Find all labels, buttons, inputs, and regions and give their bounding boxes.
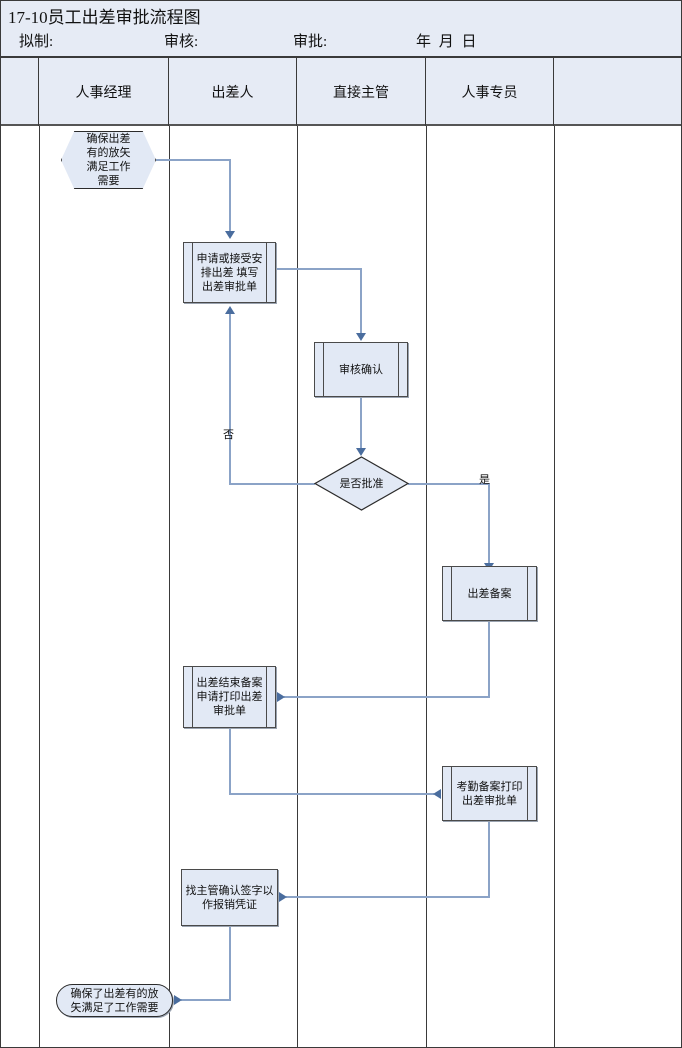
diamond-shape-icon (314, 456, 409, 511)
edge-finish-to-attendance-v (229, 728, 231, 795)
lane-divider-1 (39, 126, 40, 1047)
edge-review-to-decision-arrow (356, 448, 366, 456)
edge-no-v (229, 312, 231, 484)
lane-divider-3 (297, 126, 298, 1047)
node-sign-label: 找主管确认签字以 作报销凭证 (185, 884, 274, 911)
edge-sign-to-end-v (229, 926, 231, 1001)
node-start-label: 确保出差 有的放矢 满足工作 需要 (86, 133, 131, 187)
lane-header-hr-manager: 人事经理 (39, 58, 169, 126)
edge-record-to-finish-h (284, 696, 490, 698)
edge-start-to-apply-h (156, 159, 231, 161)
node-record[interactable]: 出差备案 (442, 566, 537, 621)
node-decision-label: 是否批准 (339, 477, 384, 490)
node-attendance[interactable]: 考勤备案打印 出差审批单 (442, 766, 537, 821)
edge-sign-to-end-arrow (174, 995, 182, 1005)
edge-start-to-apply-arrow (225, 231, 235, 239)
node-decision[interactable]: 是否批准 (314, 456, 409, 511)
node-apply-label: 申请或接受安 排出差 填写 出差审批单 (196, 252, 263, 293)
lane-divider-5 (554, 126, 555, 1047)
node-apply[interactable]: 申请或接受安 排出差 填写 出差审批单 (183, 242, 276, 303)
node-sign[interactable]: 找主管确认签字以 作报销凭证 (181, 869, 278, 926)
edge-yes-h (408, 483, 489, 485)
node-attendance-label: 考勤备案打印 出差审批单 (456, 780, 523, 807)
node-review-label: 审核确认 (339, 363, 383, 376)
lane-header-row: 人事经理 出差人 直接主管 人事专员 (1, 58, 681, 126)
lane-header-hr-specialist: 人事专员 (426, 58, 554, 126)
edge-yes-v (488, 483, 490, 565)
edge-attendance-to-sign-v (488, 821, 490, 898)
edge-no-arrow (225, 306, 235, 314)
edge-apply-to-review-arrow (356, 333, 366, 341)
edge-label-no: 否 (223, 429, 234, 441)
document-header: 17-10员工出差审批流程图 拟制: 审核: 审批: 年 月 日 (1, 1, 681, 58)
date-label: 年 月 日 (416, 34, 479, 50)
draft-label: 拟制: (19, 34, 54, 50)
lane-divider-2 (169, 126, 170, 1047)
lane-header-traveler: 出差人 (169, 58, 297, 126)
edge-apply-to-review-h (276, 268, 362, 270)
flowchart-body: 否 是 确保出差 有的放矢 满足工作 需要 申请或接受安 排出差 填写 出差审批… (1, 126, 681, 1047)
edge-sign-to-end-h (181, 999, 231, 1001)
node-finish-record-label: 出差结束备案 申请打印出差 审批单 (196, 677, 263, 717)
lane-header-0 (1, 58, 39, 126)
lane-divider-4 (426, 126, 427, 1047)
edge-attendance-to-sign-arrow (279, 892, 287, 902)
node-finish-record[interactable]: 出差结束备案 申请打印出差 审批单 (183, 666, 276, 728)
edge-attendance-to-sign-h (286, 896, 490, 898)
edge-record-to-finish-v (488, 621, 490, 698)
node-end-label: 确保了出差有的放 矢满足了工作需要 (70, 987, 159, 1014)
approve-label: 审批: (293, 34, 328, 50)
edge-finish-to-attendance-arrow (433, 789, 441, 799)
lane-header-5 (554, 58, 681, 126)
node-start[interactable]: 确保出差 有的放矢 满足工作 需要 (61, 131, 156, 189)
page-title: 17-10员工出差审批流程图 (8, 8, 201, 27)
edge-apply-to-review-v (360, 268, 362, 335)
edge-label-yes: 是 (479, 474, 490, 486)
edge-finish-to-attendance-h (229, 793, 434, 795)
edge-record-to-finish-arrow (277, 692, 285, 702)
node-review[interactable]: 审核确认 (314, 342, 408, 397)
edge-start-to-apply-v (229, 159, 231, 234)
review-label: 审核: (164, 34, 199, 50)
node-end[interactable]: 确保了出差有的放 矢满足了工作需要 (56, 984, 173, 1017)
edge-no-h (229, 483, 315, 485)
node-record-label: 出差备案 (467, 587, 512, 600)
edge-review-to-decision-v (360, 397, 362, 451)
lane-header-supervisor: 直接主管 (297, 58, 426, 126)
